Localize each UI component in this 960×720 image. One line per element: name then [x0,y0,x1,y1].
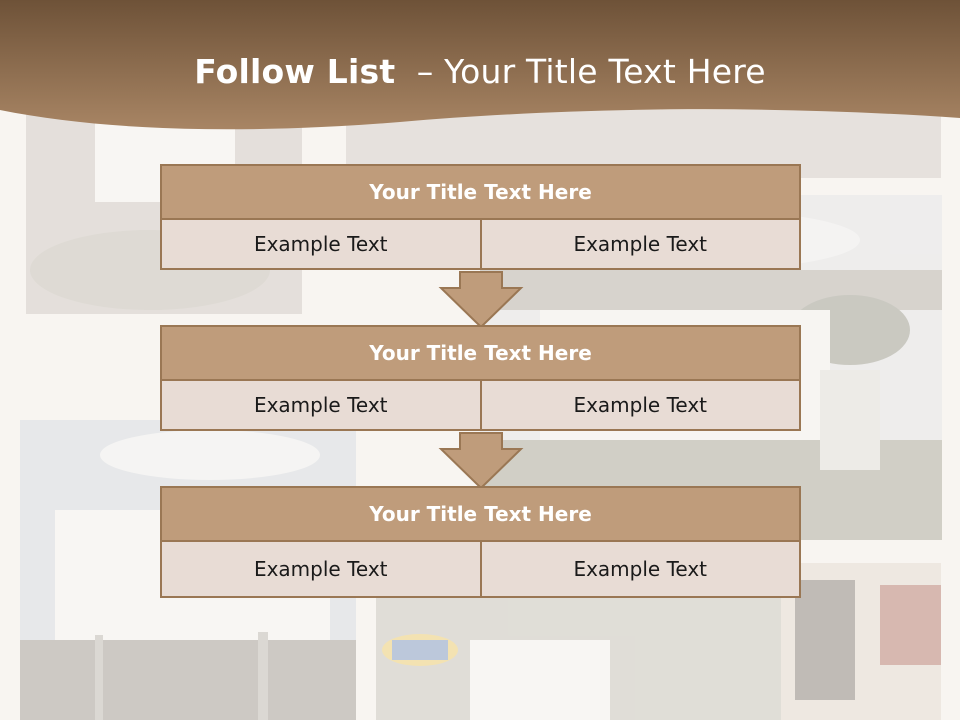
step-2-right-cell: Example Text [481,381,801,431]
header-band [0,0,960,130]
background-photo-bottom-middle [376,595,781,720]
step-3-right-cell: Example Text [481,542,801,598]
step-row-2: Example Text Example Text [160,381,801,431]
step-title-2: Your Title Text Here [160,325,801,381]
step-row-3: Example Text Example Text [160,542,801,598]
step-box-3: Your Title Text Here Example Text Exampl… [160,486,801,598]
step-title-1: Your Title Text Here [160,164,801,220]
down-arrow-icon [438,432,524,490]
step-box-2: Your Title Text Here Example Text Exampl… [160,325,801,431]
step-1-left-cell: Example Text [160,220,482,270]
background-photo-bottom-right [781,563,941,720]
slide-title: Follow List – Your Title Text Here [0,52,960,91]
step-1-right-cell: Example Text [481,220,801,270]
step-box-1: Your Title Text Here Example Text Exampl… [160,164,801,270]
slide-title-bold: Follow List [194,52,396,91]
slide-title-rest: – Your Title Text Here [395,52,766,91]
step-row-1: Example Text Example Text [160,220,801,270]
step-title-3: Your Title Text Here [160,486,801,542]
step-3-left-cell: Example Text [160,542,482,598]
step-2-left-cell: Example Text [160,381,482,431]
down-arrow-icon [438,271,524,329]
